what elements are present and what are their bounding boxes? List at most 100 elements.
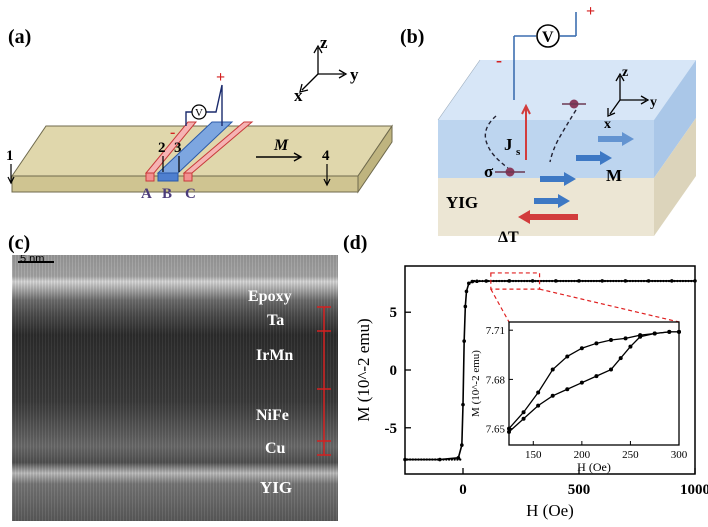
data-point <box>422 458 426 461</box>
data-point <box>665 279 668 283</box>
inset-data-point <box>579 346 584 351</box>
data-point <box>559 279 562 283</box>
scale-bar <box>18 261 54 263</box>
axis-z-label-b: z <box>622 65 628 80</box>
data-point <box>459 458 462 461</box>
data-point <box>678 279 682 283</box>
inset-data-point <box>550 393 555 398</box>
device-schematic: V + - z y x 1 2 3 4 A B C M <box>6 33 393 202</box>
data-point <box>542 279 545 283</box>
data-point <box>517 279 520 283</box>
data-point <box>656 279 660 283</box>
data-point <box>609 279 612 283</box>
inset-x-tick-label: 300 <box>671 449 688 461</box>
data-point <box>595 279 598 283</box>
data-point <box>486 279 490 283</box>
x-tick-label: 1000 <box>680 482 708 498</box>
data-point <box>506 279 509 283</box>
inset-x-tick-label: 150 <box>525 449 542 461</box>
axes-icon <box>299 44 348 93</box>
y-tick-label: 0 <box>390 363 398 379</box>
inset-data-point <box>628 344 633 349</box>
thickness-bracket <box>317 306 331 456</box>
inset-data-point <box>536 403 541 408</box>
data-point <box>687 279 690 283</box>
data-point <box>681 279 685 283</box>
data-point <box>463 304 468 309</box>
data-point <box>676 279 679 283</box>
data-point <box>497 279 501 283</box>
zoom-box <box>490 272 541 290</box>
data-point <box>464 289 469 294</box>
voltmeter-label: V <box>195 107 203 119</box>
data-point <box>634 279 637 283</box>
data-point <box>662 279 665 283</box>
inset-data-point <box>638 334 643 339</box>
layer-label-ta: Ta <box>267 312 285 329</box>
data-point <box>598 279 601 283</box>
x-tick-label: 0 <box>459 482 467 498</box>
data-point <box>453 458 456 461</box>
data-point <box>545 279 548 283</box>
data-point <box>670 279 673 283</box>
layer-label-irmn: IrMn <box>256 347 294 364</box>
data-point <box>472 279 476 283</box>
y-tick-label: 5 <box>390 305 398 321</box>
data-point <box>420 458 423 461</box>
contact-4: 4 <box>322 148 330 164</box>
minus-sign-b: - <box>496 50 502 70</box>
zoom-guide <box>539 288 680 323</box>
data-point <box>637 279 640 283</box>
delta-t-label: ΔT <box>498 229 519 245</box>
data-point <box>467 281 471 286</box>
panel-label-c: (c) <box>8 232 31 254</box>
inset-data-point <box>609 338 613 343</box>
data-point <box>481 279 484 283</box>
js-subscript: s <box>516 146 521 158</box>
data-point <box>592 279 596 283</box>
data-point <box>495 279 498 283</box>
zoom-guide <box>490 288 510 323</box>
plus-sign-b: + <box>586 3 595 20</box>
data-point <box>603 279 607 283</box>
minus-sign: - <box>170 124 175 141</box>
data-point <box>484 279 487 283</box>
data-point <box>684 279 687 283</box>
data-point <box>461 402 465 407</box>
axis-y-label-b: y <box>650 95 657 110</box>
data-point <box>475 279 479 283</box>
inset-data-point <box>550 367 555 372</box>
strip-a-label: A <box>141 186 152 202</box>
voltmeter-label-b: V <box>542 29 554 46</box>
data-point <box>690 279 693 283</box>
y-axis-label: M (10^-2 emu) <box>354 318 373 421</box>
data-point <box>570 279 573 283</box>
data-point <box>578 279 582 283</box>
layer-label-yig: YIG <box>260 478 293 497</box>
layer-label-nife: NiFe <box>256 407 289 424</box>
magnetization-label-a: M <box>273 137 289 154</box>
data-point <box>411 458 415 461</box>
voltmeter-icon <box>191 104 207 120</box>
data-point <box>614 279 618 283</box>
voltmeter-icon-b <box>536 24 560 48</box>
data-point <box>553 279 557 283</box>
data-point <box>514 279 518 283</box>
inset-data-point <box>652 331 657 336</box>
y-tick-label: -5 <box>385 421 398 437</box>
data-point <box>534 279 537 283</box>
data-point <box>500 279 504 283</box>
yig-label-b: YIG <box>446 193 478 212</box>
data-point <box>503 279 506 283</box>
data-point <box>450 458 454 461</box>
inset-data-point <box>677 329 681 334</box>
data-point <box>653 279 657 283</box>
axes-icon-b <box>607 72 650 117</box>
data-point <box>659 279 662 283</box>
inset-data-point <box>565 354 570 359</box>
inset-data-point <box>594 374 599 379</box>
inset-data-point <box>536 390 541 395</box>
panel-label-a: (a) <box>8 26 32 48</box>
data-point <box>403 457 407 462</box>
data-point <box>406 458 409 461</box>
